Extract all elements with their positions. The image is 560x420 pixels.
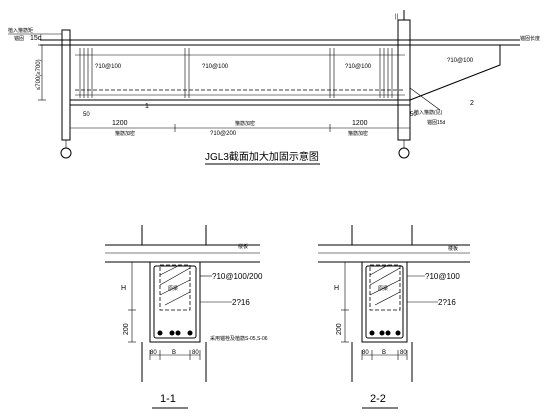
stirrup-group-right xyxy=(379,48,393,98)
sec1-slab-label: 楼板 xyxy=(238,243,248,250)
sec1-height: H xyxy=(121,285,126,292)
sec1-width-right: 80 xyxy=(192,350,199,356)
sec2-infill-label: 原梁 xyxy=(378,285,388,292)
dim-note-2: 箍筋加密 xyxy=(235,120,255,127)
elevation-title: JGL3截面加大加固示意图 xyxy=(205,150,319,163)
right-label-1: 植入箍筋(见) xyxy=(414,109,443,116)
stirrup-label-2: ?10@100 xyxy=(202,64,229,70)
left-label-3: 15d xyxy=(30,35,42,42)
left-label-1: 植入箍筋矩 xyxy=(8,27,33,34)
section-cut-2: 2 xyxy=(470,100,474,107)
column-tick-mark: || xyxy=(395,14,399,20)
span-rebar-label: ?10@200 xyxy=(210,131,237,137)
right-edge-label: 锚固长度 xyxy=(520,35,540,42)
stirrup-group-left xyxy=(79,48,93,98)
sec2-title: 2-2 xyxy=(370,393,386,405)
dim-offset-2: 50 xyxy=(410,112,417,118)
stirrup-label-4: ?10@100 xyxy=(447,58,474,64)
sec1-title: 1-1 xyxy=(160,393,176,405)
stirrup-group-mid-right xyxy=(329,48,335,98)
sec1-width-mid: B xyxy=(172,350,176,356)
dim-span-2: 1200 xyxy=(352,120,368,127)
sec1-infill-label: 原梁 xyxy=(168,285,178,292)
left-height-dim: ≤700(≥700) xyxy=(36,59,42,90)
section-2-2: H 200 80 B 80 ?10@100 2?16 楼板 原梁 2-2 xyxy=(318,225,470,409)
sec1-bar-note: 采用锚栓及植筋S-05,S-06 xyxy=(210,335,268,342)
sec1-width-left: 80 xyxy=(150,350,157,356)
sec2-width-mid: B xyxy=(382,350,386,356)
sec2-width-right: 80 xyxy=(400,350,407,356)
stirrup-label-3: ?10@100 xyxy=(345,64,372,70)
stirrup-group-mid-left xyxy=(184,48,190,98)
right-label-2: 锚固15d xyxy=(427,119,446,126)
axis-bubble-left xyxy=(60,147,72,159)
section-1-1: H 200 80 B 80 ?10@100/200 2?16 采用锚栓及植筋S-… xyxy=(105,225,268,409)
sec1-bottom-rebar: 2?16 xyxy=(232,298,250,307)
beam-elevation: || ≤700(≥700) 植入箍筋矩 锚固 15d ?10@100 ?10@1… xyxy=(8,10,540,165)
sec2-top-rebar: ?10@100 xyxy=(425,272,460,281)
sec2-depth: 200 xyxy=(336,323,343,335)
left-label-2: 锚固 xyxy=(14,35,24,42)
sec2-height: H xyxy=(334,285,339,292)
sec1-depth: 200 xyxy=(123,323,130,335)
sec2-slab-label: 楼板 xyxy=(448,245,458,252)
section-cut-1: 1 xyxy=(145,103,149,110)
stirrup-label-1: ?10@100 xyxy=(95,64,122,70)
dim-note-3: 箍筋加密 xyxy=(348,130,368,137)
dim-note-1: 箍筋加密 xyxy=(115,130,135,137)
dim-offset-1: 50 xyxy=(83,112,90,118)
axis-bubble-right xyxy=(398,147,410,159)
sec2-bottom-rebar: 2?16 xyxy=(438,298,456,307)
sec1-top-rebar: ?10@100/200 xyxy=(212,272,263,281)
sec2-width-left: 80 xyxy=(362,350,369,356)
dim-span-1: 1200 xyxy=(112,120,128,127)
